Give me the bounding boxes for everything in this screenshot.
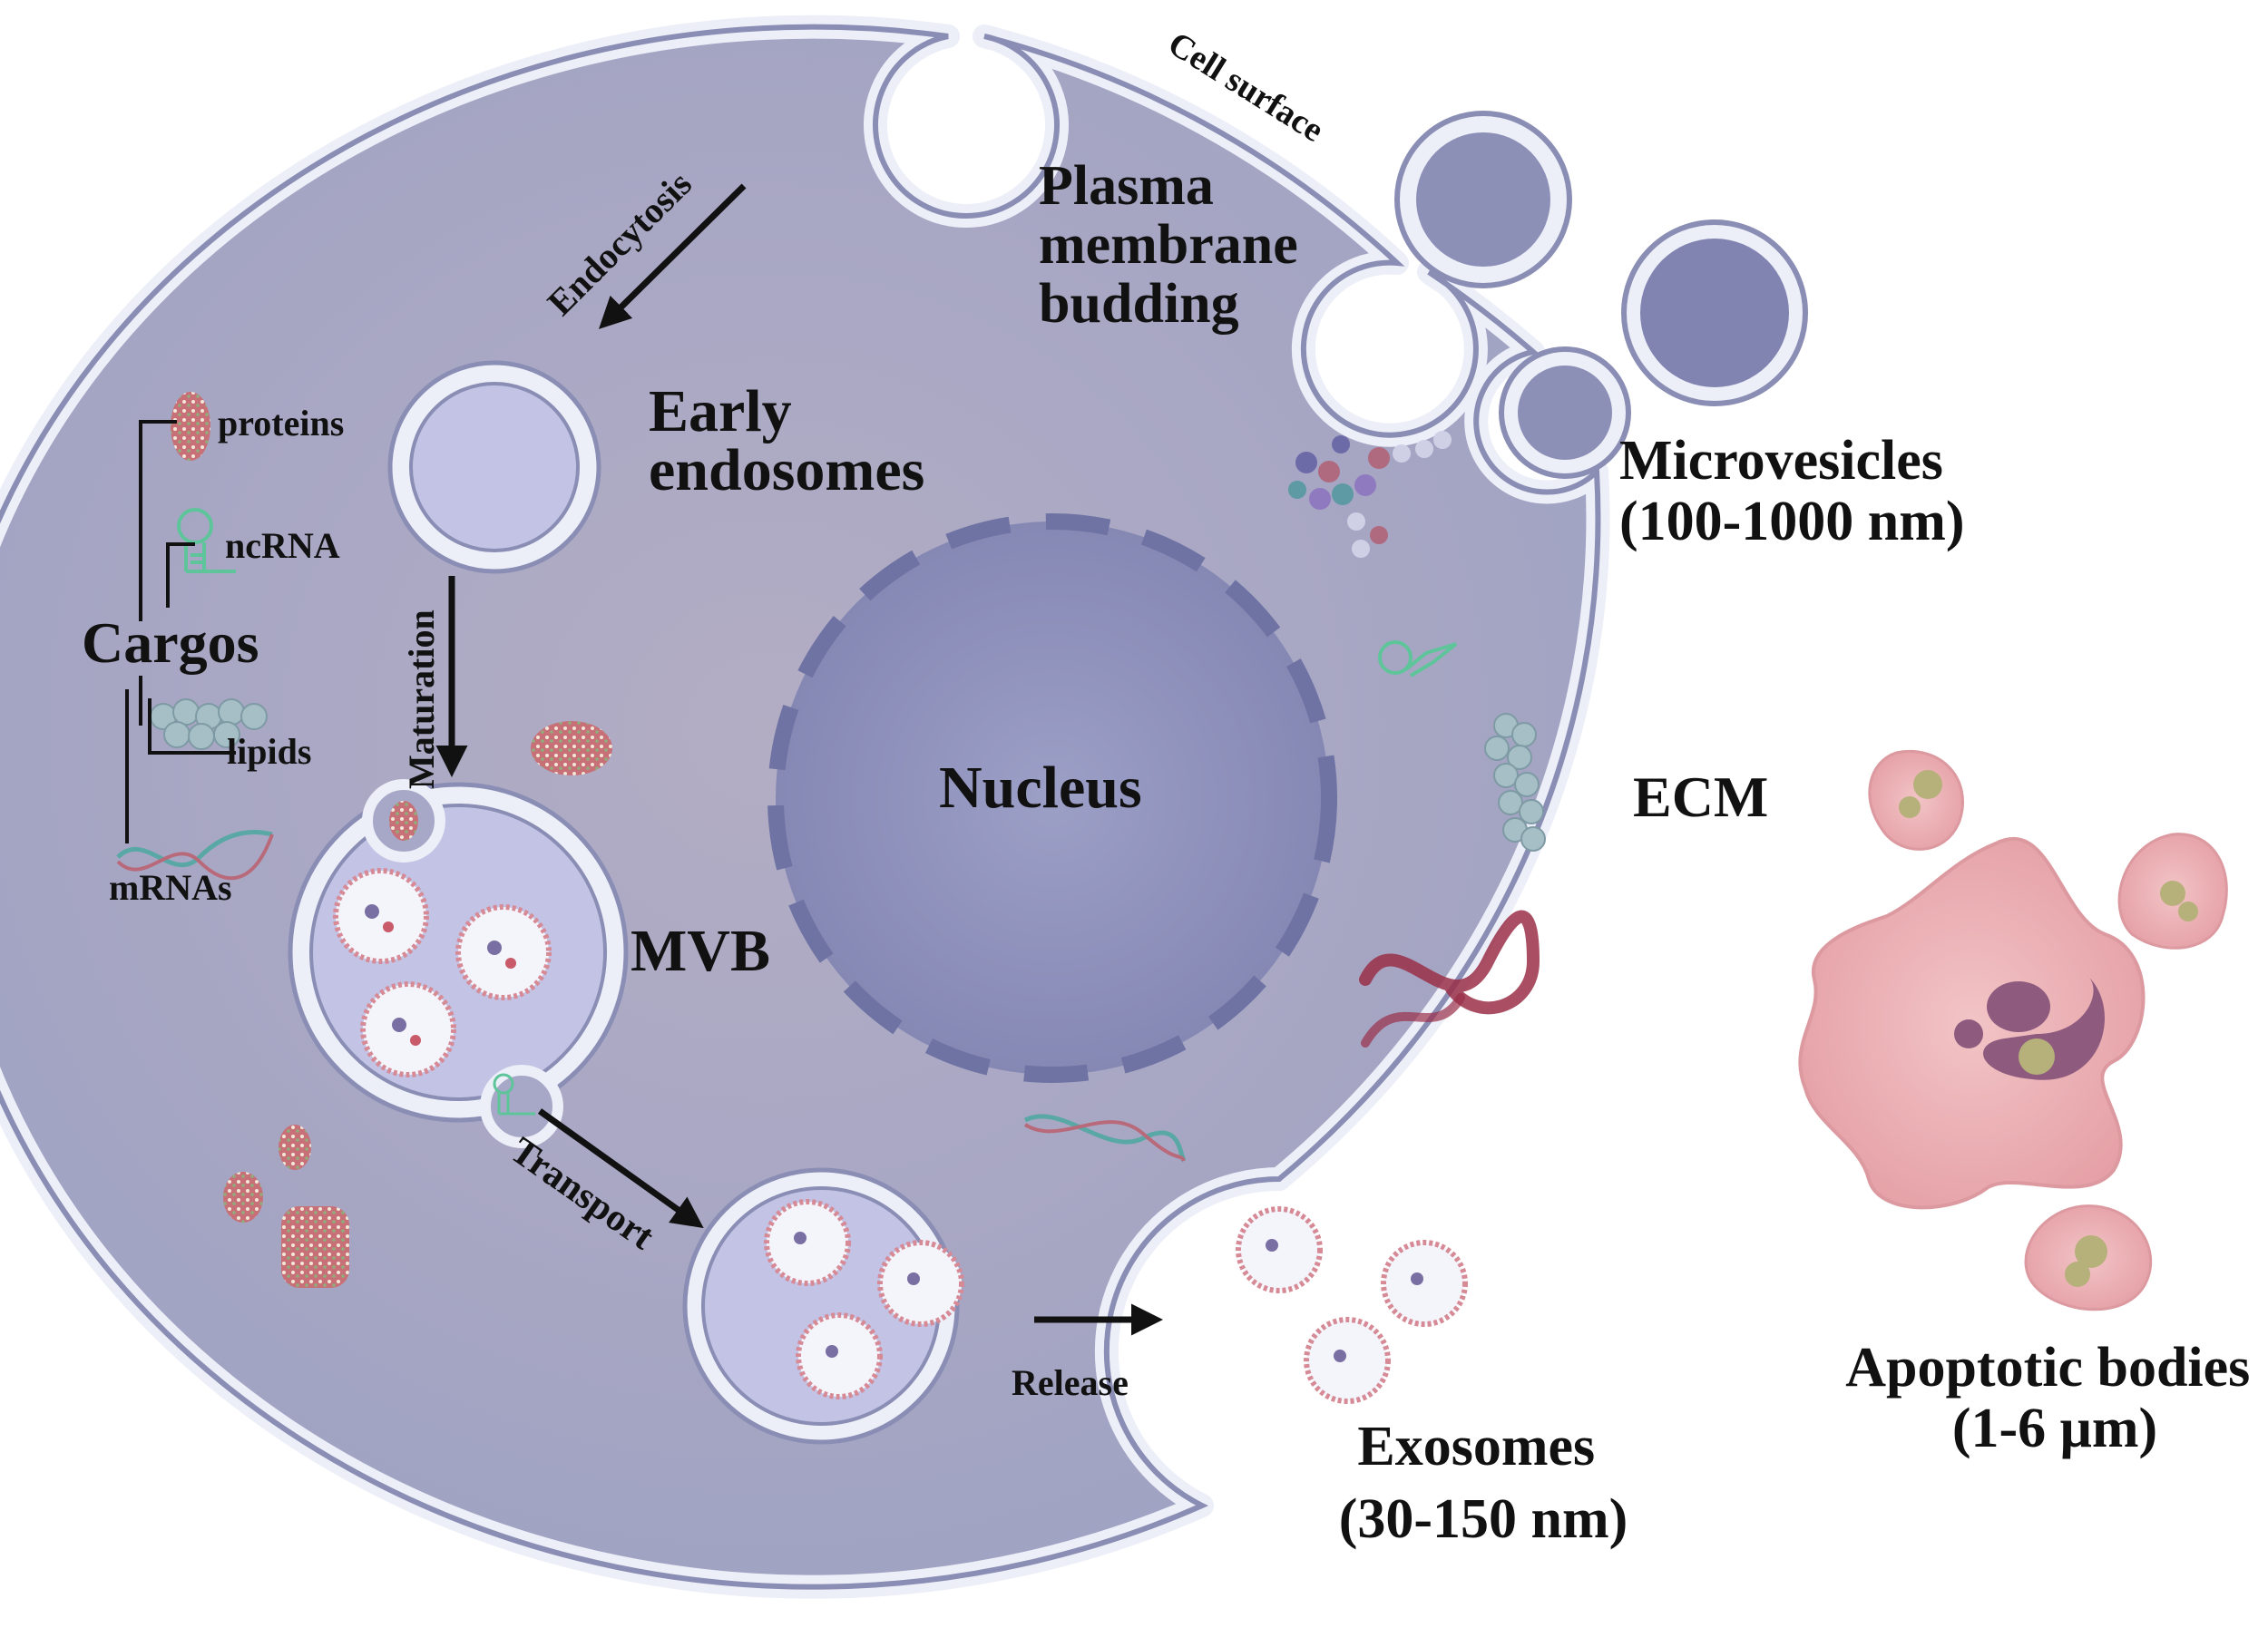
mrna-icon [116,833,274,881]
apoptotic-body [2024,1204,2152,1311]
mrnas-label: mRNAs [109,867,232,908]
mvb [288,779,629,1148]
plasma-label: Plasma [1039,155,1214,217]
intraluminal-vesicle [333,868,429,964]
exosomes-title: Exosomes [1357,1416,1595,1477]
mvb-label: MVB [631,918,770,984]
budding-microvesicle [1394,111,1631,479]
free-microvesicle [1621,219,1808,406]
cargo-bracket [125,420,236,843]
intraluminal-vesicle [455,904,552,1000]
plasma-membrane-budding-label: Plasma membrane budding [1039,155,1312,335]
transport-arrow [537,1108,704,1229]
protein-icon [281,1206,349,1288]
cargo-icons [116,392,1546,1288]
nucleus [767,513,1337,1083]
nucleus-fragment [1983,975,2105,1080]
apoptotic-title: Apoptotic bodies [1845,1337,2250,1399]
ncrna-icon [493,1073,535,1116]
nucleus-label: Nucleus [939,755,1142,821]
cargos-label: Cargos [82,610,259,675]
exosome [1304,1317,1391,1404]
ecm-fiber-icon [1359,910,1540,1015]
release-label: Release [1012,1362,1129,1403]
protein-icon [171,392,210,461]
intraluminal-vesicle [796,1312,883,1399]
microvesicles-size: (100-1000 nm) [1619,491,1965,552]
endosomes-label: endosomes [649,437,924,503]
protein-icon [279,1125,311,1170]
proteins-label: proteins [218,403,344,444]
released-exosomes [1236,1206,1468,1404]
early-endosome [387,360,601,574]
lipid-icon [150,698,268,750]
microvesicles-label: Microvesicles (100-1000 nm) [1619,430,1965,552]
ncrna-icon [1378,640,1458,678]
molecule-cluster-icon [1288,431,1452,558]
microvesicles-title: Microvesicles [1619,430,1943,492]
intraluminal-vesicle [360,981,456,1077]
exosomes-size: (30-150 nm) [1339,1488,1628,1550]
mrna-icon [1023,1120,1186,1163]
exosome [1236,1206,1323,1293]
intraluminal-vesicle [764,1199,851,1286]
exosome [1381,1240,1468,1327]
lipids-label: lipids [227,731,311,772]
protein-icon [223,1172,263,1223]
apoptotic-size: (1-6 μm) [1952,1398,2157,1459]
apoptotic-body [1868,750,1964,851]
exosomes-label: Exosomes (30-150 nm) [1339,1416,1628,1550]
mrna-icon [1023,1114,1187,1163]
arrows [435,183,1163,1336]
endocytosis-arrow [599,183,747,329]
early-endosomes-label: Early endosomes [649,378,924,503]
budding-label: budding [1039,273,1239,335]
apoptotic-body [2117,833,2228,950]
membrane-label: membrane [1039,214,1298,276]
apoptotic-bodies-label: Apoptotic bodies (1-6 μm) [1845,1337,2264,1459]
lipid-icon [1484,713,1546,852]
intraluminal-vesicle [877,1240,964,1327]
ecm-label: ECM [1633,765,1768,829]
protein-icon [389,801,418,841]
maturation-label: Maturation [401,609,442,789]
ecm-fiber-icon [1361,993,1465,1048]
apoptotic-bodies [1798,750,2228,1311]
protein-icon [531,721,612,775]
transport-mvb [682,1167,964,1445]
early-label: Early [649,378,792,444]
ncrna-label: ncRNA [225,525,340,566]
nucleus-fragment [1987,981,2050,1032]
